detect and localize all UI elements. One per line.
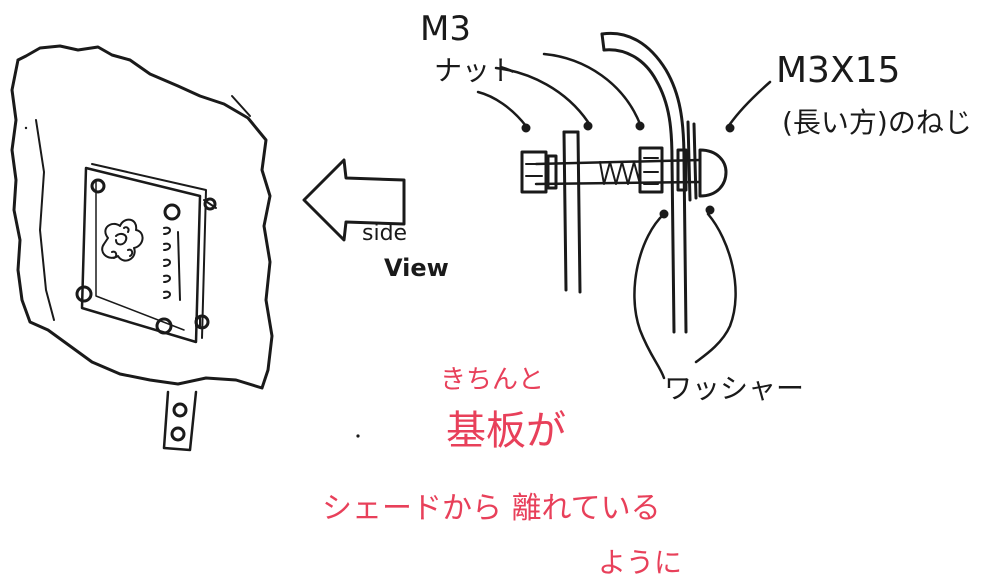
nut-label-size: M3 — [420, 9, 471, 49]
stray-mark — [356, 434, 360, 438]
shade-inner-edge — [35, 119, 55, 321]
nut-middle — [638, 146, 664, 194]
nut-leader-3 — [542, 52, 642, 126]
shade-panel-drawing — [10, 44, 274, 452]
note-line-3: シェードから 離れている — [322, 491, 661, 526]
nut-middle-mark — [643, 157, 659, 185]
pcb-board-edge — [91, 163, 207, 339]
washer-leader-left — [633, 212, 666, 380]
note-line-2: 基板が — [446, 408, 566, 454]
screw-label-note: (長い方)のねじ — [782, 106, 972, 139]
led-cluster — [101, 218, 144, 262]
nut-leader-1 — [476, 90, 528, 128]
nut-leader-dot-2 — [583, 121, 593, 131]
nut-left-mark — [525, 163, 543, 177]
nut-label-name: ナット — [434, 54, 518, 87]
shade-outline — [10, 44, 274, 390]
screw-head-side — [698, 148, 728, 198]
nut-left — [520, 150, 548, 194]
side-view-arrow — [302, 158, 406, 242]
screw-leader-dot — [725, 123, 735, 133]
shade-edge-line — [231, 95, 251, 117]
screw-head-top — [203, 197, 217, 211]
pcb-hole-top-left — [90, 178, 106, 194]
screw-shaft — [534, 158, 702, 186]
shade-plate-cap — [600, 32, 606, 52]
nut-leader-dot-3 — [635, 121, 645, 131]
stray-mark-2 — [24, 126, 28, 130]
screw-label-size: M3X15 — [776, 50, 900, 91]
bracket-hole-2 — [170, 426, 186, 442]
nut-leader-dot-1 — [521, 123, 531, 133]
mount-bracket — [162, 390, 198, 452]
pcb-plate-side — [562, 130, 582, 294]
washer-right — [676, 148, 688, 192]
washer-left — [546, 154, 558, 190]
pcb-hole-bottom-left — [75, 285, 93, 303]
side-view-assembly — [476, 31, 772, 380]
pcb-board — [80, 166, 202, 344]
pcb-inner-edge — [95, 179, 185, 331]
screw-top-mark — [203, 199, 217, 209]
leader-dot-right — [705, 205, 715, 215]
bracket-hole-1 — [172, 402, 188, 418]
screw-leader — [728, 80, 772, 126]
connector-pins — [163, 226, 181, 301]
note-line-1: きちんと — [440, 365, 544, 395]
side-view-label-line2: View — [384, 254, 449, 282]
nut-leader-2 — [494, 66, 590, 124]
red-note: きちんと 基板が シェードから 離れている ように — [322, 365, 682, 579]
screw-thread — [599, 161, 641, 185]
shade-plate-side — [600, 31, 688, 334]
washer-label: ワッシャー — [664, 372, 804, 405]
side-view-label-line1: side — [362, 221, 407, 246]
pcb-hole-bottom-right — [155, 317, 173, 335]
screw-bottom-mark — [195, 315, 201, 329]
note-line-4: ように — [598, 546, 682, 579]
leader-dot-left — [659, 209, 669, 219]
washer-leader-right — [694, 212, 737, 364]
pcb-hole-top-right — [163, 203, 181, 221]
